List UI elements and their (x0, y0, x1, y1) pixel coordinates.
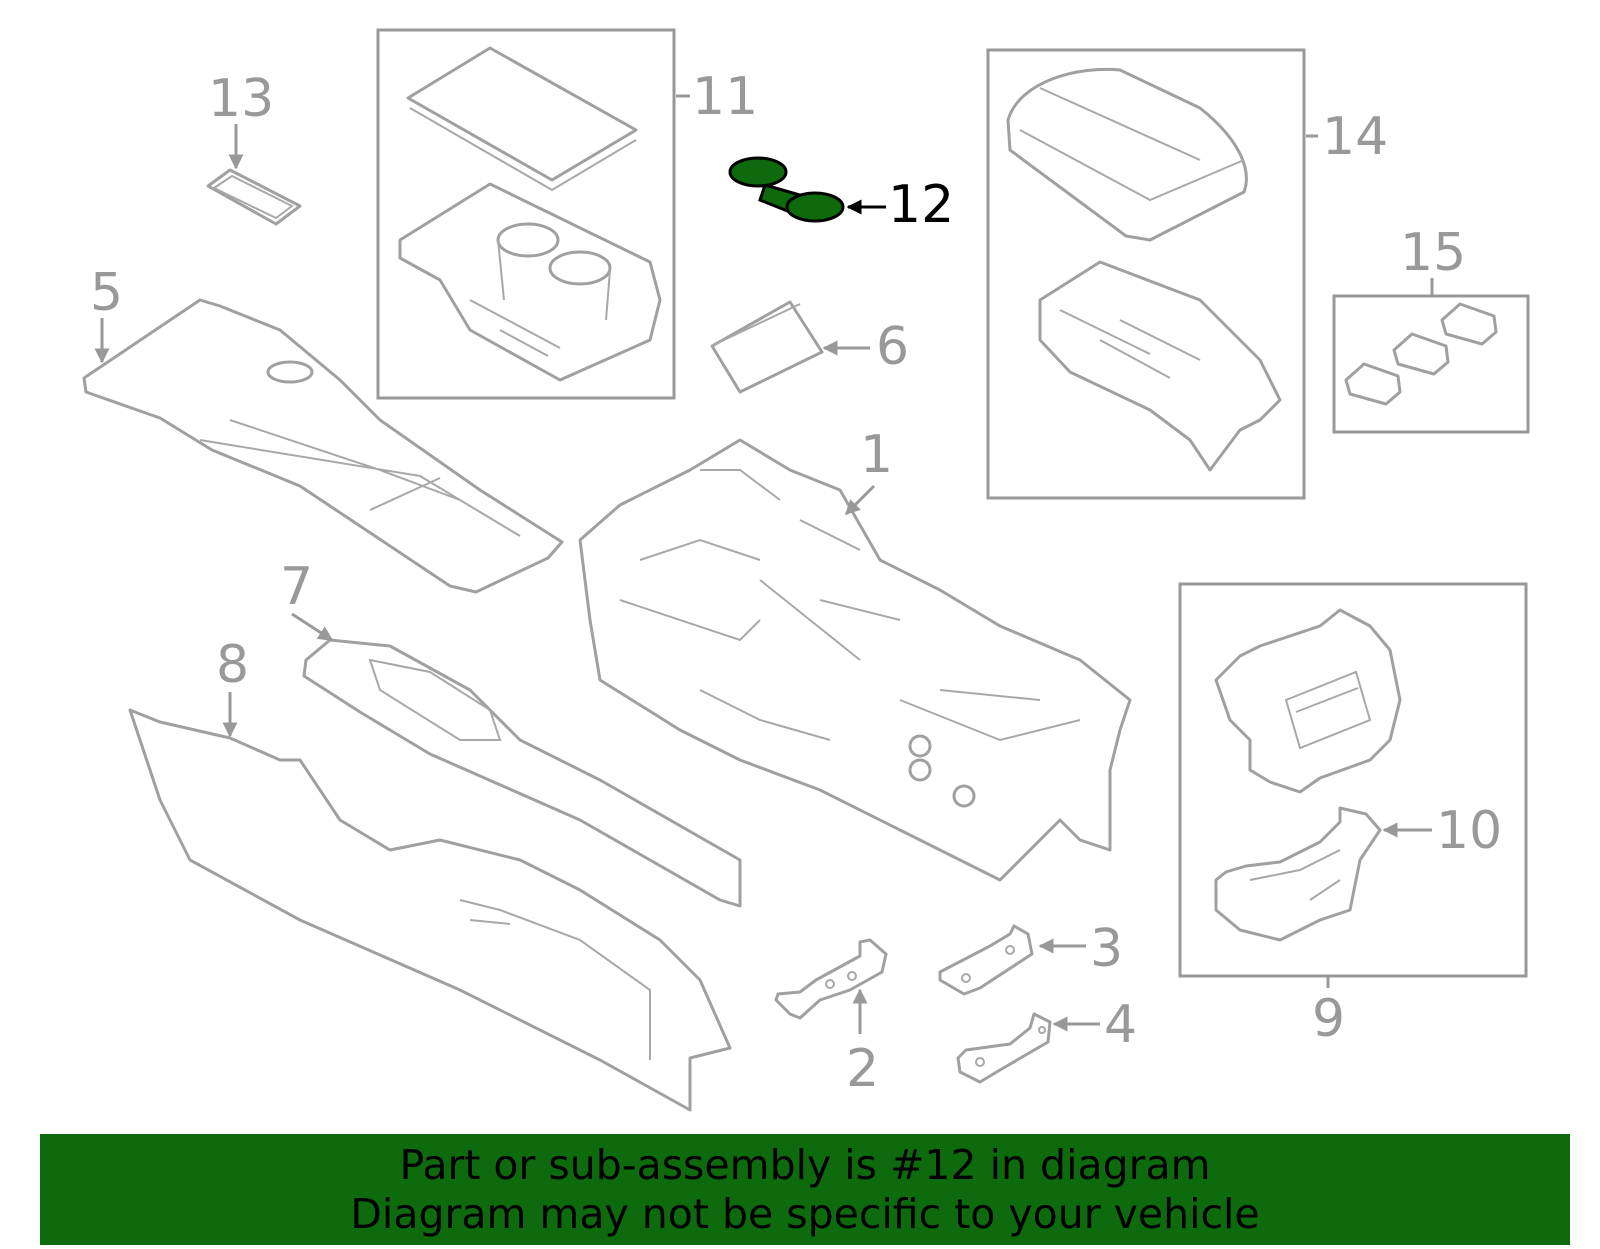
callout-11[interactable]: 11 (692, 67, 758, 127)
callout-3[interactable]: 3 (1090, 919, 1123, 979)
banner-line-disclaimer: Diagram may not be specific to your vehi… (350, 1189, 1260, 1238)
part-3-bracket[interactable] (938, 924, 1034, 996)
part-13-pad[interactable] (206, 168, 302, 226)
part-9-rear-bezel[interactable] (1214, 608, 1402, 794)
callout-13[interactable]: 13 (208, 69, 274, 129)
parts-diagram: 13 11 12 14 15 5 6 1 7 8 10 3 9 4 2 (82, 28, 1530, 1112)
part-11-cup-holder-assembly[interactable] (398, 46, 662, 382)
callout-9[interactable]: 9 (1312, 989, 1345, 1049)
callout-15[interactable]: 15 (1400, 223, 1466, 283)
part-6-panel[interactable] (710, 300, 824, 394)
part-4-bracket[interactable] (956, 1012, 1052, 1084)
callout-10[interactable]: 10 (1436, 801, 1502, 861)
part-12-plug[interactable] (728, 156, 845, 223)
part-14-armrest-assembly[interactable] (1006, 67, 1282, 472)
callout-7[interactable]: 7 (280, 557, 313, 617)
banner-line-part: Part or sub-assembly is #12 in diagram (399, 1140, 1211, 1189)
part-2-bracket[interactable] (774, 938, 888, 1020)
callout-4[interactable]: 4 (1104, 995, 1137, 1055)
callout-2[interactable]: 2 (846, 1039, 879, 1099)
callout-5[interactable]: 5 (90, 263, 123, 323)
group-box-14 (986, 48, 1306, 500)
part-8-side-panel[interactable] (128, 708, 732, 1112)
callout-1[interactable]: 1 (860, 425, 893, 485)
part-5-top-trim[interactable] (82, 298, 564, 594)
part-10-bracket[interactable] (1214, 806, 1382, 942)
part-7-side-trim[interactable] (302, 638, 742, 908)
callout-8[interactable]: 8 (216, 635, 249, 695)
group-box-9 (1178, 582, 1528, 978)
callout-6[interactable]: 6 (876, 317, 909, 377)
part-15-clips[interactable] (1344, 302, 1498, 406)
callout-12[interactable]: 12 (888, 175, 954, 235)
callout-14[interactable]: 14 (1322, 107, 1388, 167)
part-1-console-frame[interactable] (578, 438, 1132, 882)
leader-1 (844, 484, 876, 516)
leader-7 (291, 612, 334, 642)
group-box-11 (376, 28, 676, 400)
info-banner: Part or sub-assembly is #12 in diagram D… (40, 1134, 1570, 1245)
